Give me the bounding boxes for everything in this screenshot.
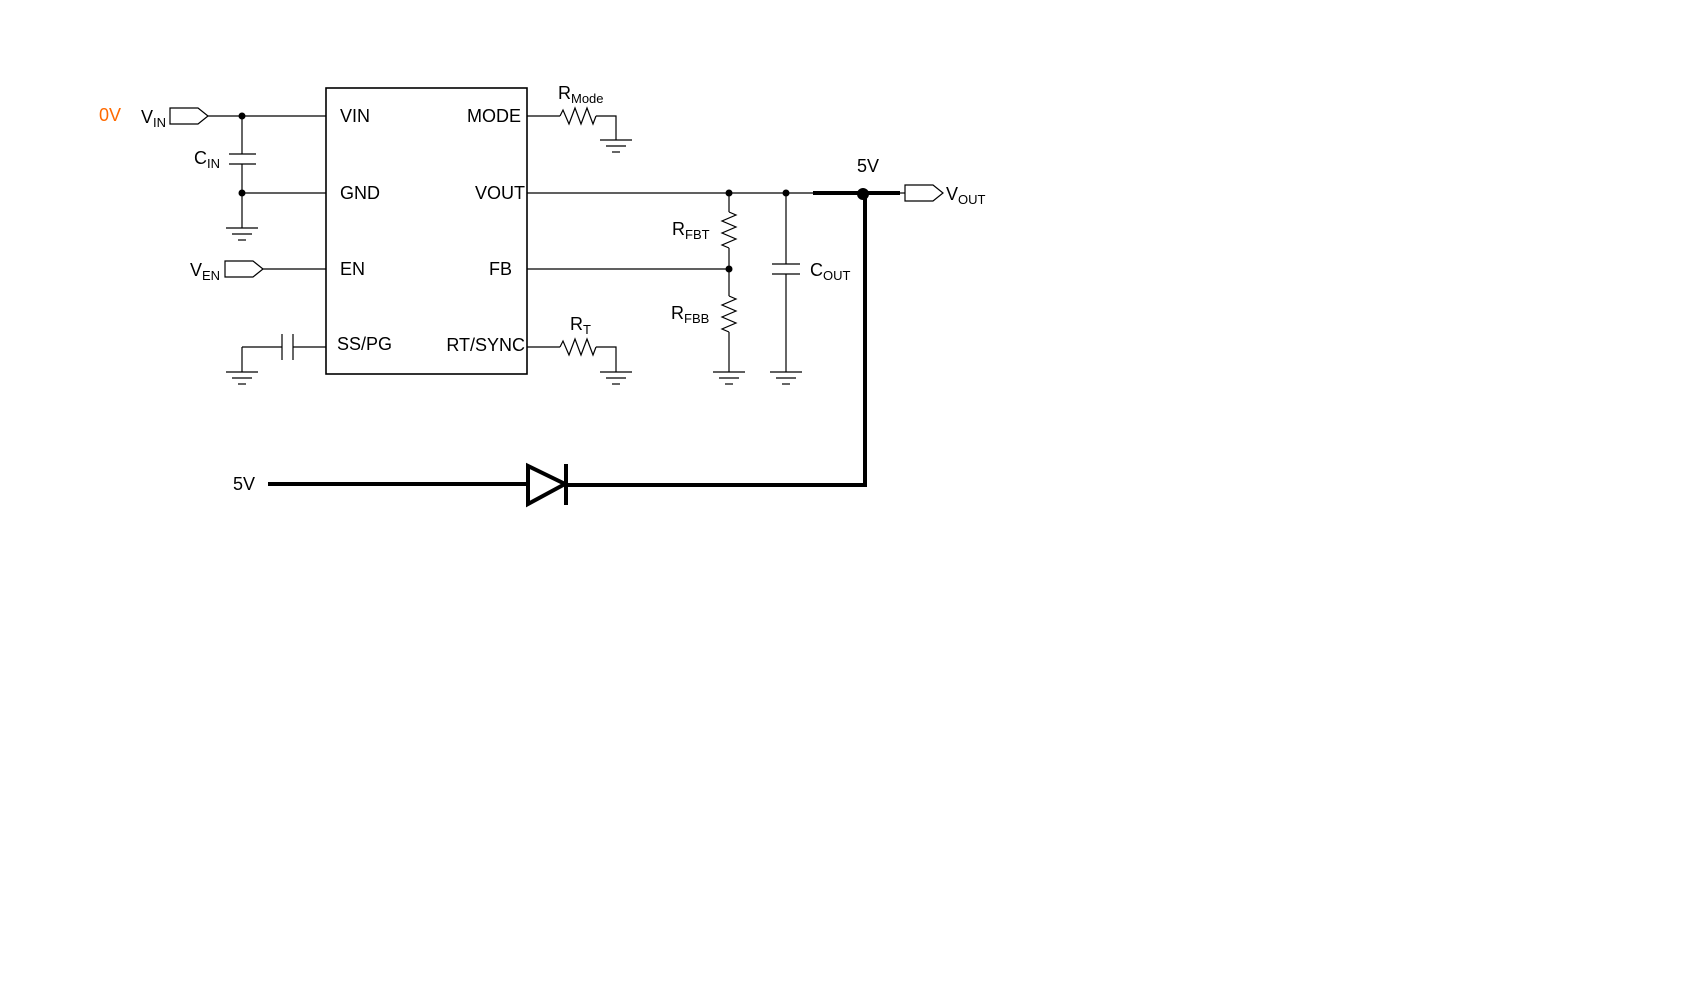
vin-voltage-annotation: 0V bbox=[99, 105, 121, 125]
rfbt-label: RFBT bbox=[672, 219, 710, 242]
ven-port-label-sub: EN bbox=[202, 268, 220, 283]
rfbt-label-main: R bbox=[672, 219, 685, 239]
ic-pin-vin: VIN bbox=[340, 106, 370, 126]
rfbt-label-sub: FBT bbox=[685, 227, 710, 242]
vout-port-label-main: V bbox=[946, 184, 958, 204]
ground-icon bbox=[226, 227, 258, 241]
rmode-label-sub: Mode bbox=[571, 91, 604, 106]
ic-body bbox=[325, 87, 528, 375]
rt-resistor-icon bbox=[559, 337, 597, 357]
vin-port-label-main: V bbox=[141, 107, 153, 127]
rfbt-resistor-icon bbox=[720, 211, 738, 249]
rt-wire-right bbox=[596, 346, 617, 372]
cin-label: CIN bbox=[194, 148, 220, 171]
vout-port-label: VOUT bbox=[946, 184, 986, 207]
rt-label: RT bbox=[570, 314, 591, 337]
gnd-junction bbox=[238, 189, 246, 197]
ic-pin-vout: VOUT bbox=[475, 183, 525, 203]
ven-port-label: VEN bbox=[190, 260, 220, 283]
ic-pin-fb: FB bbox=[489, 259, 512, 279]
ven-port-label-main: V bbox=[190, 260, 202, 280]
vout-port-symbol bbox=[904, 184, 944, 202]
rfbb-label-sub: FBB bbox=[684, 311, 709, 326]
cout-label-main: C bbox=[810, 260, 823, 280]
rmode-resistor-icon bbox=[559, 106, 597, 126]
ground-icon bbox=[770, 371, 802, 385]
diode-wire-right bbox=[566, 194, 867, 487]
ic-pin-ss-pg: SS/PG bbox=[337, 334, 392, 354]
rt-label-sub: T bbox=[583, 322, 591, 337]
ground-icon bbox=[713, 371, 745, 385]
vin-port-label-sub: IN bbox=[153, 115, 166, 130]
ic-pin-rt-sync: RT/SYNC bbox=[446, 335, 525, 355]
vout-voltage-annotation: 5V bbox=[857, 156, 879, 176]
rfbb-label-main: R bbox=[671, 303, 684, 323]
ground-icon bbox=[226, 371, 258, 385]
ground-icon bbox=[600, 139, 632, 153]
rfbb-resistor-icon bbox=[720, 295, 738, 333]
cin-label-sub: IN bbox=[207, 156, 220, 171]
ground-icon bbox=[600, 371, 632, 385]
diode-source-voltage-annotation: 5V bbox=[233, 474, 255, 494]
cin-label-main: C bbox=[194, 148, 207, 168]
vout-port-label-sub: OUT bbox=[958, 192, 986, 207]
rfbb-label: RFBB bbox=[671, 303, 709, 326]
rmode-label-main: R bbox=[558, 83, 571, 103]
vin-port-label: VIN bbox=[141, 107, 166, 130]
ic-pin-gnd: GND bbox=[340, 183, 380, 203]
vin-port-symbol bbox=[169, 107, 209, 125]
rmode-label: RMode bbox=[558, 83, 604, 106]
ven-port-symbol bbox=[224, 260, 264, 278]
rt-label-main: R bbox=[570, 314, 583, 334]
cout-label: COUT bbox=[810, 260, 851, 283]
ic-pin-mode: MODE bbox=[467, 106, 521, 126]
ic-pin-en: EN bbox=[340, 259, 365, 279]
diode-icon bbox=[526, 462, 570, 508]
rmode-wire-right bbox=[596, 115, 617, 140]
cout-label-sub: OUT bbox=[823, 268, 851, 283]
